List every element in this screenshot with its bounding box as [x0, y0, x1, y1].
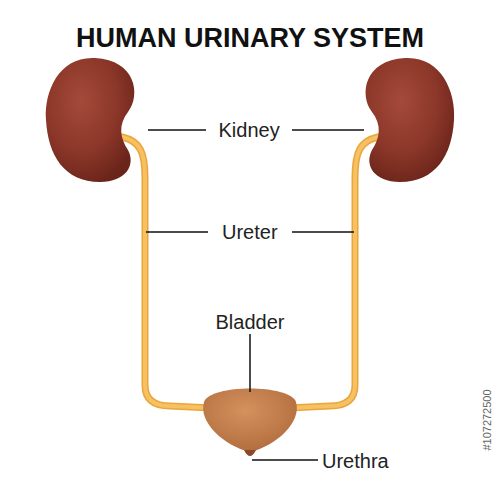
watermark-id: #107272500	[480, 389, 492, 450]
part-label: Bladder	[216, 311, 285, 334]
left-kidney	[46, 58, 135, 182]
left-ureter-highlight	[122, 137, 212, 408]
part-label: Kidney	[219, 119, 280, 142]
part-label: Ureter	[222, 221, 278, 244]
right-kidney	[366, 58, 455, 182]
left-ureter	[122, 137, 212, 408]
right-ureter-highlight	[288, 137, 378, 408]
leader-line	[249, 334, 251, 392]
diagram-title: HUMAN URINARY SYSTEM	[76, 23, 424, 54]
leader-line	[252, 459, 318, 461]
leader-line	[292, 129, 364, 131]
leader-line	[292, 231, 354, 233]
leader-line	[148, 129, 206, 131]
right-ureter	[288, 137, 378, 408]
urethra-tip	[244, 450, 256, 456]
bladder-organ	[203, 389, 297, 453]
part-label: Urethra	[322, 450, 389, 473]
leader-line	[146, 231, 208, 233]
